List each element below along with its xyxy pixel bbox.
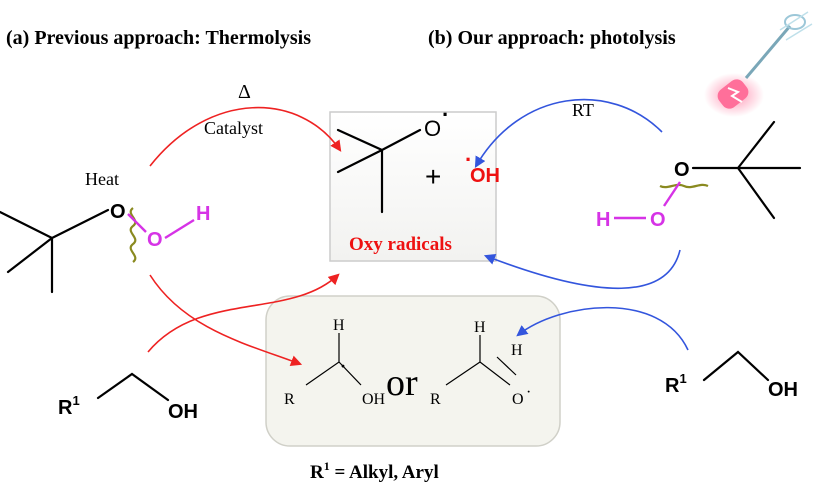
left-wavy-bond xyxy=(129,207,137,263)
or-label: or xyxy=(386,362,418,404)
oxy-radicals-caption: Oxy radicals xyxy=(349,234,452,255)
rt-label: RT xyxy=(572,100,594,120)
product2-o: O xyxy=(512,391,524,408)
right-oh: OH xyxy=(768,379,798,401)
left-r1: R1 xyxy=(58,393,80,419)
arrow-alcohol-to-products xyxy=(516,306,689,351)
product2-dot: · xyxy=(526,384,531,401)
products-box: R H · OH or R H H O · xyxy=(265,295,561,447)
hydroxyl-radical-dot: · xyxy=(465,147,472,172)
right-r1: R1 xyxy=(665,371,687,397)
left-h: H xyxy=(196,203,210,225)
left-alcohol-structure: R1 OH xyxy=(58,372,198,423)
title-photolysis: (b) Our approach: photolysis xyxy=(428,27,676,49)
arrow-photo-top xyxy=(474,98,663,168)
right-alcohol-structure: R1 OH xyxy=(665,350,798,401)
left-tbhp-structure: O O H xyxy=(0,201,210,294)
catalyst-label: Catalyst xyxy=(204,118,263,138)
arrow-photo-to-radicals xyxy=(483,249,681,290)
right-o2: O xyxy=(650,209,666,231)
radical-oxygen-label: O xyxy=(424,116,441,141)
product2-r: R xyxy=(430,391,441,408)
radical-dot-1: · xyxy=(442,102,449,127)
oxy-radicals-box: O · + · OH Oxy radicals xyxy=(329,102,500,262)
plus-sign: + xyxy=(425,161,441,192)
uv-lamp-icon xyxy=(704,11,813,117)
right-h: H xyxy=(596,209,610,231)
product2-h-right: H xyxy=(511,342,523,359)
product1-oh: OH xyxy=(362,391,386,408)
right-wavy-bond xyxy=(659,183,709,189)
right-o1: O xyxy=(674,159,690,181)
right-tbhp-structure: O O H xyxy=(596,120,802,231)
r1-caption: R1 = Alkyl, Aryl xyxy=(310,459,439,483)
arrow-thermal-top xyxy=(149,106,342,167)
product1-h: H xyxy=(333,317,345,334)
product2-h-top: H xyxy=(474,319,486,336)
product1-dot: · xyxy=(340,356,346,376)
heat-label: Heat xyxy=(85,169,119,189)
delta-label: Δ xyxy=(238,81,251,103)
left-oh: OH xyxy=(168,401,198,423)
arrow-alcohol-to-radicals xyxy=(147,273,340,353)
title-thermolysis: (a) Previous approach: Thermolysis xyxy=(6,27,311,49)
left-o2: O xyxy=(147,229,163,251)
arrow-thermal-to-products xyxy=(149,274,303,367)
left-o1: O xyxy=(110,201,126,223)
product1-r: R xyxy=(284,391,295,408)
hydroxyl-radical-label: OH xyxy=(470,165,500,187)
